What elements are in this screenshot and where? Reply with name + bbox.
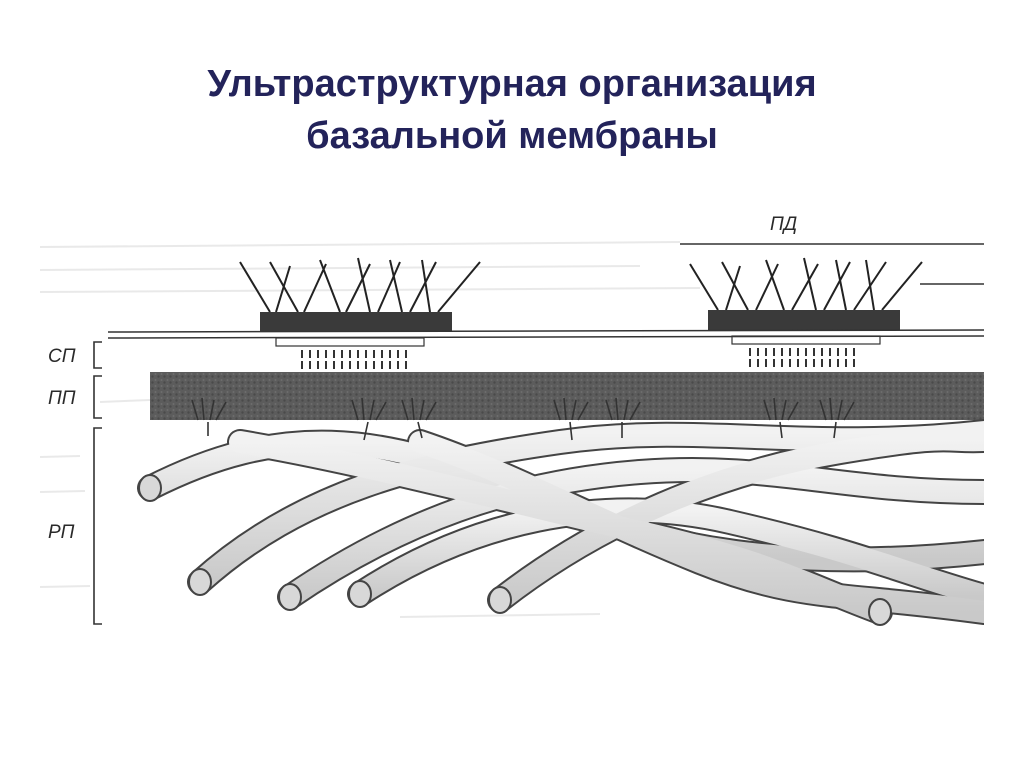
sp-bracket bbox=[93, 341, 102, 369]
lamina-densa bbox=[150, 372, 984, 420]
anchoring-filaments-left bbox=[301, 350, 407, 369]
label-pp: ПП bbox=[48, 388, 76, 409]
background-texture bbox=[40, 241, 701, 618]
label-sp: СП bbox=[48, 346, 76, 367]
anchoring-fibrils bbox=[191, 397, 855, 441]
plasma-membrane bbox=[107, 329, 984, 339]
anchoring-filaments-right bbox=[749, 348, 855, 367]
hemidesmosome-right bbox=[689, 257, 923, 367]
reticular-fibers bbox=[137, 419, 984, 626]
tonofilaments-left bbox=[239, 257, 481, 313]
fiber-fills bbox=[139, 421, 984, 623]
attachment-plaque-left bbox=[260, 312, 452, 332]
layer-brackets bbox=[93, 341, 102, 625]
hemidesmosome-left bbox=[239, 257, 481, 369]
pp-bracket bbox=[93, 375, 102, 419]
title-line-2: базальной мембраны bbox=[306, 115, 718, 157]
membrane-diagram: СП ПП РП ПД bbox=[40, 214, 984, 626]
fiber-ends bbox=[138, 474, 892, 626]
slide-title: Ультраструктурная организация базальной … bbox=[0, 58, 1024, 162]
label-rp: РП bbox=[48, 522, 75, 543]
rp-bracket bbox=[93, 427, 102, 625]
tonofilaments-right bbox=[689, 257, 923, 311]
pd-pointer bbox=[680, 243, 984, 285]
title-line-1: Ультраструктурная организация bbox=[207, 63, 817, 105]
attachment-plaque-right bbox=[708, 310, 900, 330]
label-pd: ПД bbox=[770, 214, 797, 235]
basement-membrane-figure: СП ПП РП ПД bbox=[40, 192, 984, 644]
sub-basal-plate-left bbox=[275, 337, 425, 347]
